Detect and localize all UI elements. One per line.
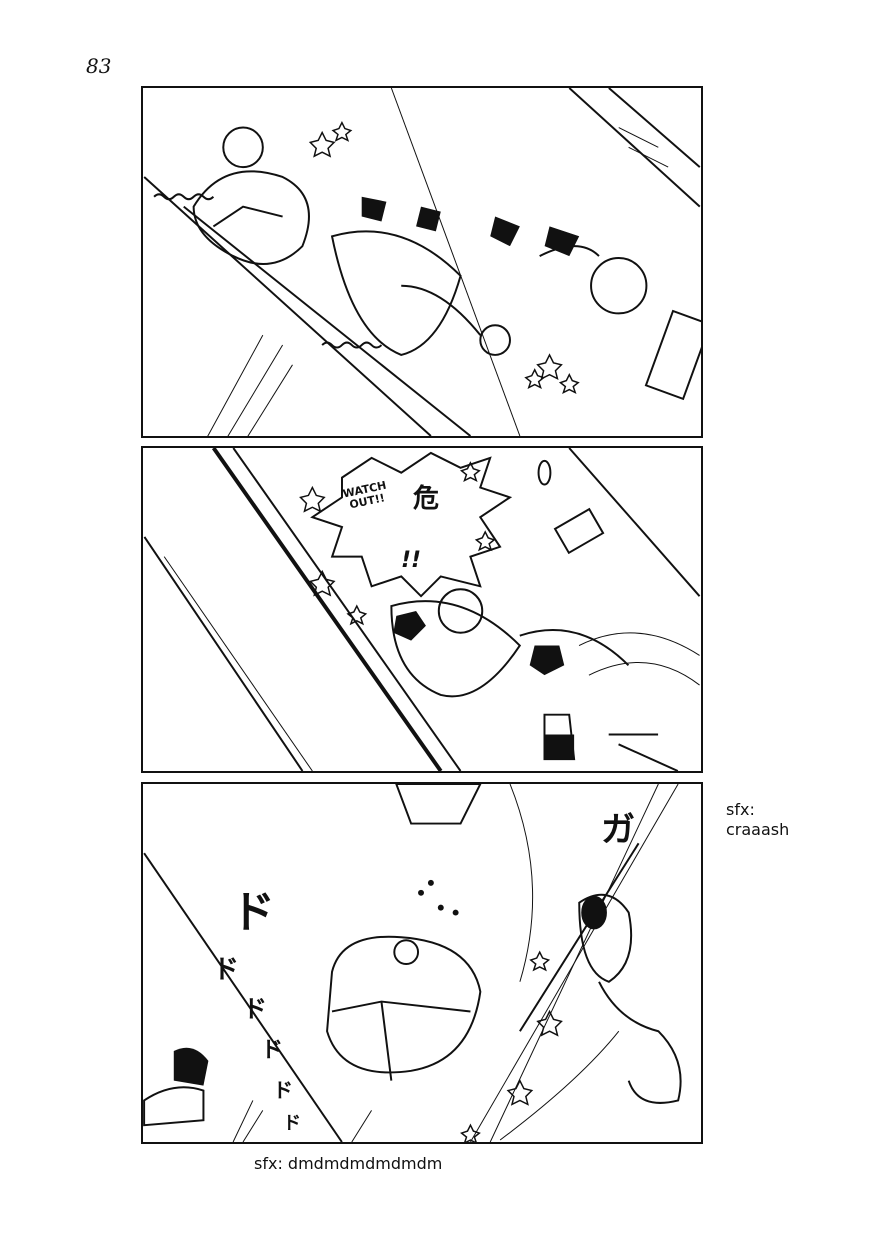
sfx-do-2: ド — [213, 955, 240, 985]
star-effects — [308, 120, 580, 394]
sfx-ga: ガ — [601, 810, 635, 850]
glove-icon — [393, 610, 426, 641]
floor-edge-left — [143, 852, 343, 1142]
panel-1-artwork — [143, 88, 701, 436]
falling-character — [390, 600, 522, 698]
rolling-barrel — [326, 935, 482, 1074]
panel-2-artwork — [143, 448, 701, 771]
panel-3-artwork — [143, 784, 682, 1142]
sfx-do-6: ド — [283, 1113, 301, 1134]
sfx-translation-bottom: sfx: dmdmdmdmdmdm — [254, 1154, 443, 1173]
sfx-do-3: ド — [243, 995, 267, 1023]
fallen-character — [330, 230, 462, 356]
boot-icon-bottom — [173, 1047, 209, 1086]
comic-panel-2: WATCH OUT!! 危 !! — [141, 446, 703, 773]
sfx-translation-right: sfx: craaash — [726, 800, 816, 840]
top-figure — [395, 784, 482, 825]
comic-panel-3: ガ ド ド ド ド ド ド — [141, 782, 703, 1144]
barrel-character — [192, 170, 310, 265]
star-effects-2 — [299, 461, 496, 626]
watch-out-burst — [310, 451, 513, 598]
kneeling-character — [590, 257, 648, 315]
sfx-label: sfx: — [726, 800, 755, 819]
danger-kanji: 危 — [413, 484, 440, 514]
boot-icon — [361, 196, 387, 222]
crashing-character — [578, 893, 633, 983]
star-effects-3 — [460, 950, 563, 1142]
sfx-do-4: ド — [261, 1038, 284, 1063]
sfx-do-5: ド — [273, 1078, 293, 1102]
falling-lid — [553, 507, 605, 555]
wall-edge-left — [143, 176, 432, 436]
floor-edge — [211, 448, 443, 771]
page-number: 83 — [86, 54, 112, 78]
sfx-crash-text: craaash — [726, 820, 790, 839]
sfx-do-1: ド — [231, 887, 275, 938]
comic-panel-1 — [141, 86, 703, 438]
exclamation-marks: !! — [401, 548, 422, 573]
